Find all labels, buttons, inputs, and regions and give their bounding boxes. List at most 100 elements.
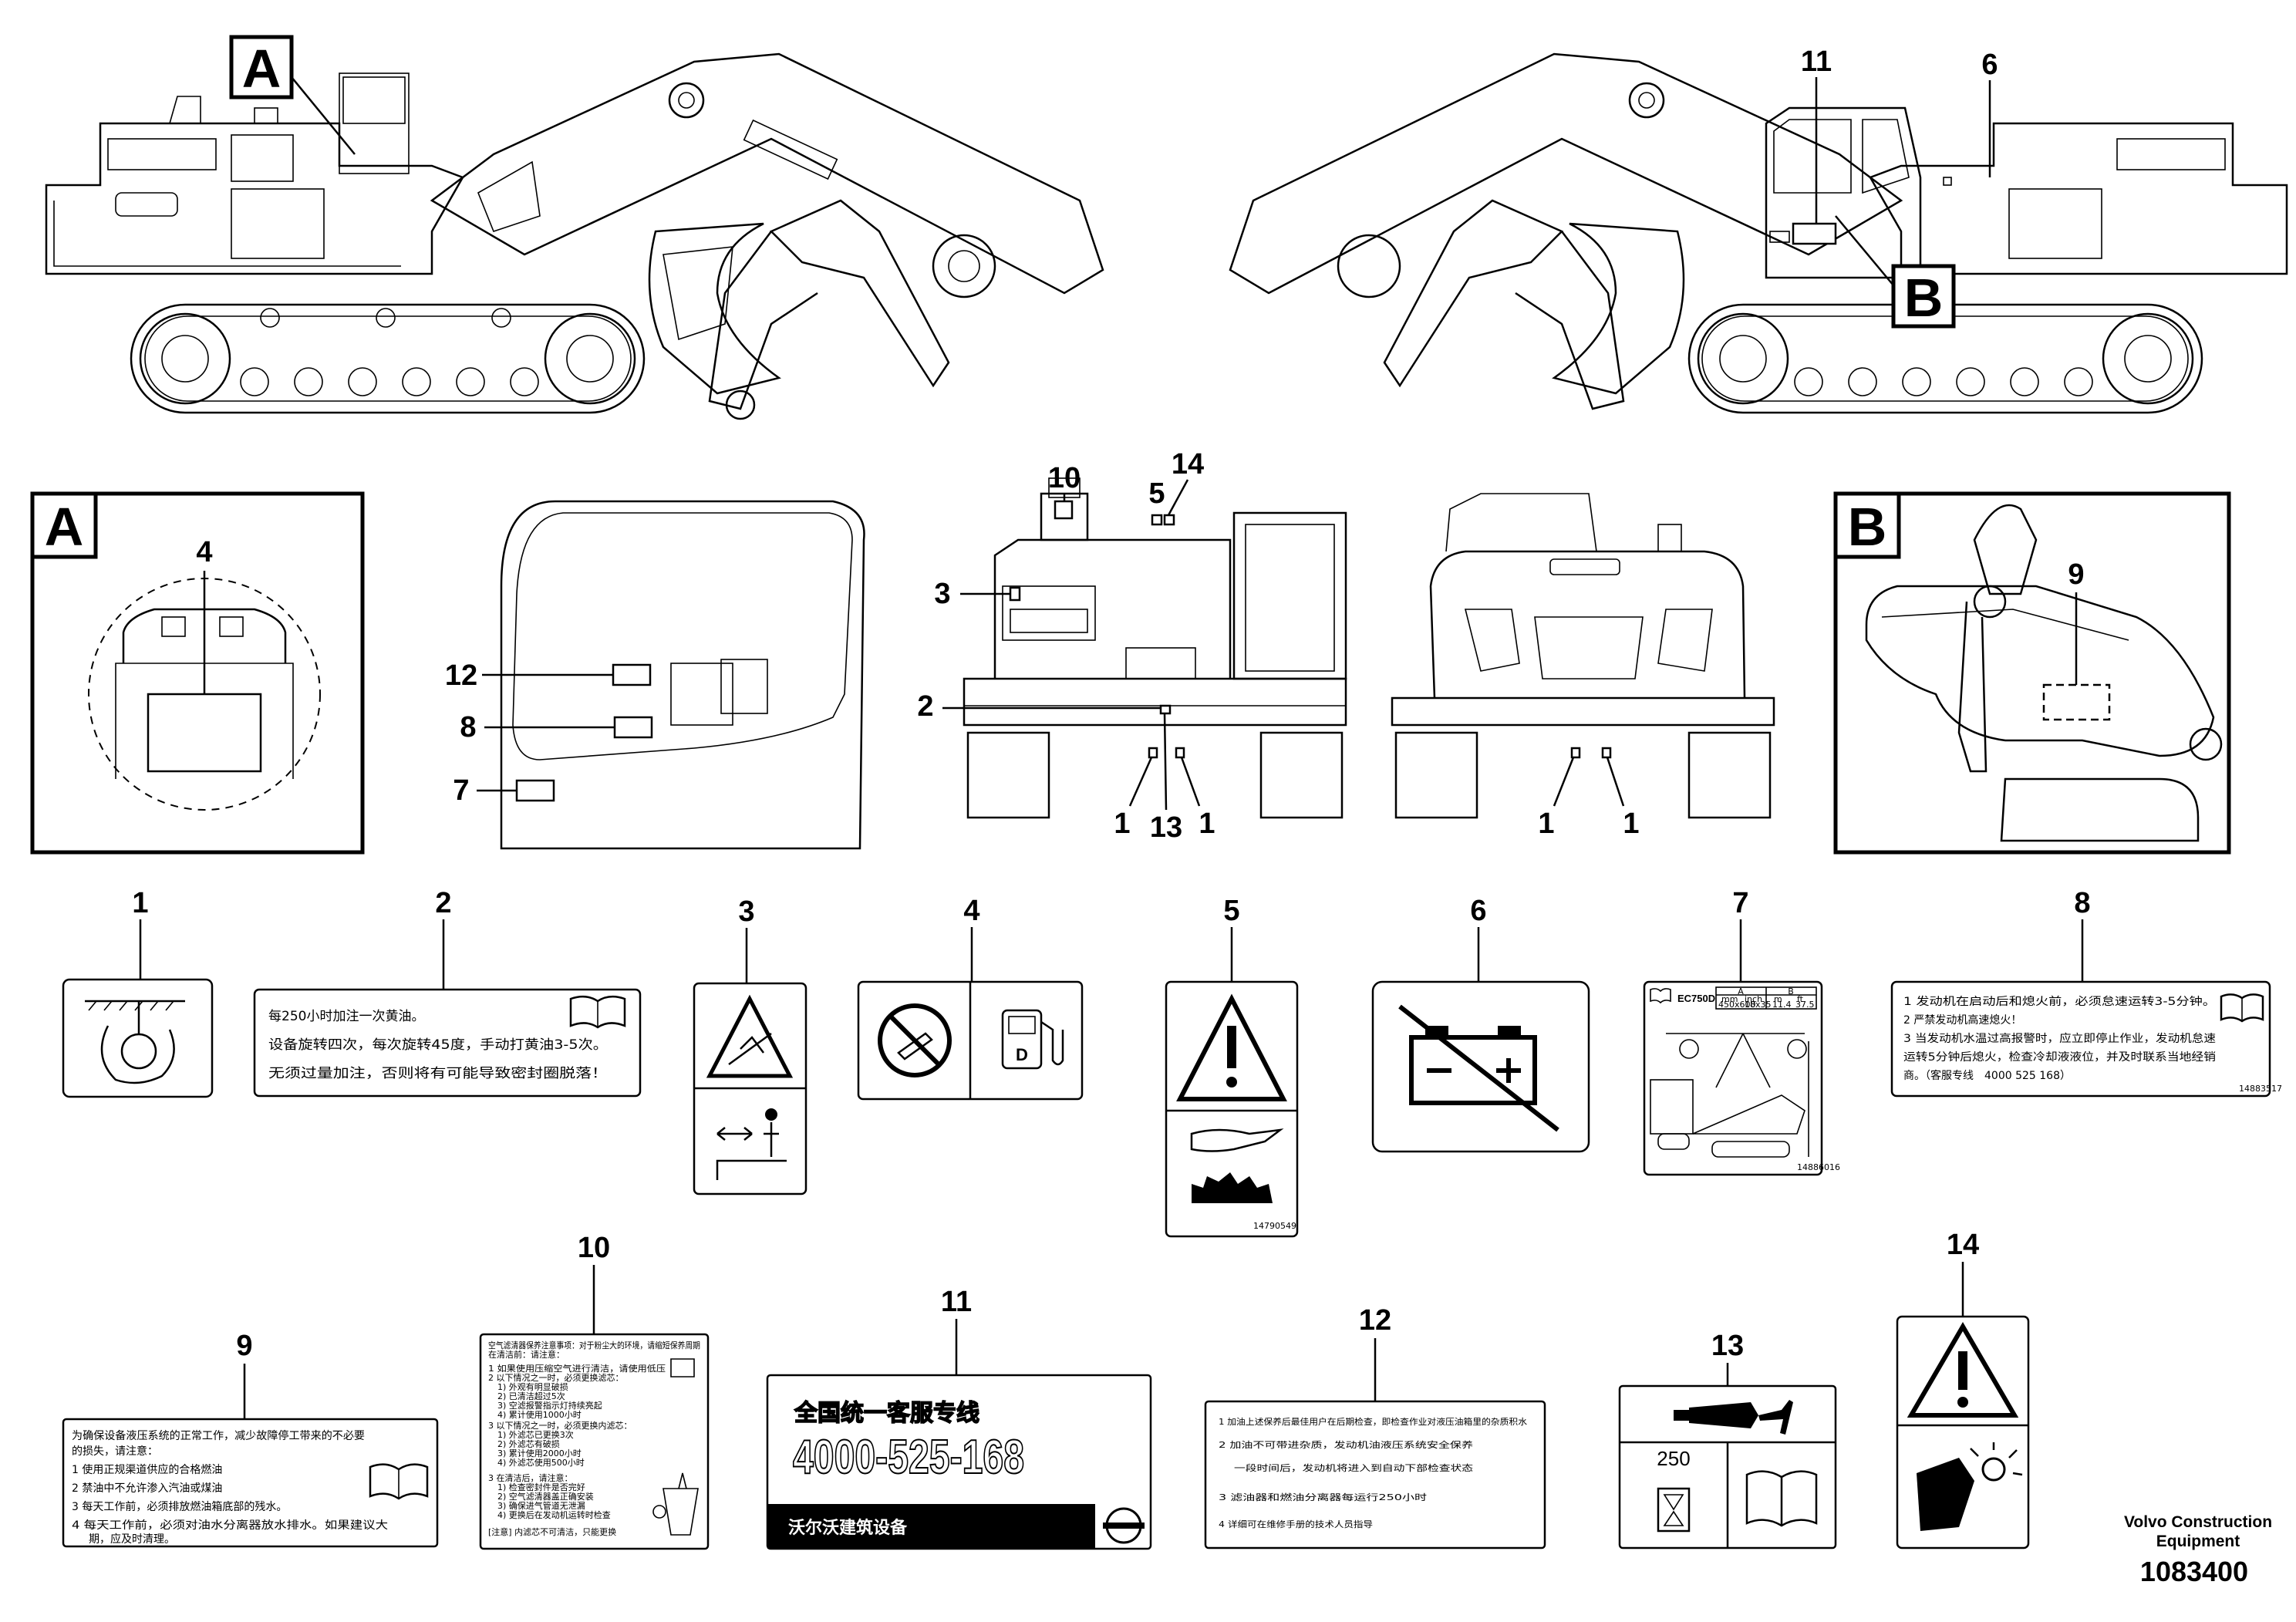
decal-9-line-4: 2 禁油中不允许渗入汽油或煤油 <box>72 1482 222 1495</box>
callout-number-1-rear-a: 1 <box>1114 808 1130 840</box>
detail-view-b: B 9 <box>1833 491 2231 855</box>
callout-number-1-rear-b: 1 <box>1199 808 1215 840</box>
decal-2: 2 每250小时加注一次黄油。 设备旋转四次，每次旋转45度，手动打黄油3-5次… <box>253 887 642 1098</box>
decal-10: 10 空气滤清器保养注意事项：对于粉尘大的环境，请缩短保养周期 在清洁前：请注意… <box>479 1232 710 1550</box>
callout-number-13: 13 <box>1150 811 1182 844</box>
excavator-rear-view: 10 5 14 3 2 1 13 1 <box>917 448 1347 844</box>
manual-book-icon <box>569 995 626 1029</box>
decal-5-part-number: 14790549 <box>1253 1221 1296 1231</box>
decal-4-location <box>147 693 262 773</box>
decal-12: 12 1 加油上述保养后最佳用户在后期检查，即检查作业对液压油箱里的杂质积水 2… <box>1204 1304 1546 1549</box>
decal-10-line-8: 4) 累计使用1000小时 <box>497 1410 582 1420</box>
excavator-side-view-left <box>45 52 1104 420</box>
decal-12-number: 12 <box>1359 1304 1391 1337</box>
decal-1-location-front-a <box>1570 747 1581 759</box>
decal-4: 4 D <box>857 895 1084 1101</box>
cab-door-view: 12 8 7 <box>445 500 865 850</box>
decal-8: 8 1 发动机在启动后和熄火前，必须怠速运转3-5分钟。 2 严禁发动机高速熄火… <box>1890 887 2282 1098</box>
detail-view-a: A 4 <box>30 491 365 855</box>
decal-10-line-19: [注意] 内滤芯不可清洁，只能更换 <box>488 1526 616 1537</box>
decal-10-number: 10 <box>578 1232 610 1264</box>
decal-9-line-2: 的损失，请注意： <box>72 1445 158 1458</box>
decal-10-line-18: 4) 更换后在发动机运转时检查 <box>497 1509 611 1520</box>
decal-9: 9 为确保设备液压系统的正常工作，减少故障停工带来的不必要 的损失，请注意： 1… <box>62 1330 439 1548</box>
callout-number-2: 2 <box>917 690 933 723</box>
decal-9-number: 9 <box>236 1330 252 1362</box>
hourglass-icon <box>1657 1487 1691 1533</box>
manual-book-icon <box>2220 993 2264 1023</box>
decal-7-unit-mm: mm <box>1721 994 1738 1004</box>
decal-7-part-number: 14886016 <box>1797 1162 1840 1172</box>
callout-number-5: 5 <box>1148 477 1165 510</box>
decal-10-line-14: 3 在清洁后，请注意： <box>488 1472 573 1483</box>
decal-13-number: 13 <box>1711 1330 1744 1362</box>
decal-7-val-ft: 37.5 <box>1795 1000 1815 1010</box>
decal-11-headline: 全国统一客服专线 <box>794 1400 979 1427</box>
decal-7-val-m: 11.4 <box>1772 1000 1792 1010</box>
decal-9-line-5: 3 每天工作前，必须排放燃油箱底部的残水。 <box>72 1500 287 1513</box>
decal-1-location-a <box>1148 747 1158 759</box>
excavator-side-view-right <box>1229 52 2288 414</box>
lifting-diagram-icon <box>1650 1033 1809 1158</box>
decal-2-line-1: 每250小时加注一次黄油。 <box>268 1009 424 1024</box>
warning-triangle-icon <box>1176 993 1287 1101</box>
keep-distance-icon <box>716 1108 787 1180</box>
decal-10-line-2: 在清洁前：请注意： <box>488 1349 565 1360</box>
decal-8-line-3: 3 当发动机水温过高报警时，应立即停止作业，发动机怠速 <box>1903 1032 2216 1045</box>
decal-11: 11 全国统一客服专线 4000-525-168 沃尔沃建筑设备 <box>766 1286 1152 1550</box>
decal-7-col-b: B <box>1788 986 1794 996</box>
decal-9-line-1: 为确保设备液压系统的正常工作，减少故障停工带来的不必要 <box>72 1429 365 1442</box>
warning-triangle-icon <box>1907 1322 2019 1418</box>
callout-number-9-detail: 9 <box>2068 558 2084 591</box>
decal-2-line-3: 无须过量加注，否则将有可能导致密封圈脱落！ <box>268 1066 608 1081</box>
decal-10-line-6: 2) 已清洁超过5次 <box>497 1391 565 1401</box>
decal-12-line-4: 3 滤油器和燃油分离器每运行250小时 <box>1219 1492 1427 1502</box>
decal-10-line-3: 1 如果使用压缩空气进行清洁，请使用低压 <box>488 1363 666 1374</box>
decal-7-number: 7 <box>1732 887 1748 919</box>
pressurized-spray-hazard-icon <box>1917 1442 2023 1531</box>
svg-text:D: D <box>1016 1045 1028 1064</box>
decal-8-number: 8 <box>2074 887 2090 919</box>
decal-11-number: 11 <box>941 1286 972 1318</box>
pinch-hazard-warning-icon <box>706 994 794 1078</box>
decal-5: 5 14790549 <box>1165 895 1299 1238</box>
decal-7-unit-inch: inch <box>1745 994 1762 1004</box>
decal-8-line-5: 商。（客服专线 4000 525 168） <box>1903 1069 2071 1082</box>
decal-10-line-10: 1) 外滤芯已更换3次 <box>497 1429 574 1440</box>
decal-3-location <box>1009 586 1021 602</box>
decal-10-line-7: 3) 空滤报警指示灯持续亮起 <box>497 1400 602 1411</box>
decal-9-line-3: 1 使用正规渠道供应的合格燃油 <box>72 1463 222 1476</box>
callout-number-1-front-b: 1 <box>1623 808 1639 840</box>
detail-b-letter: B <box>1848 497 1887 557</box>
decal-12-location <box>612 663 652 686</box>
decal-10-line-9: 3 以下情况之一时，必须更换内滤芯： <box>488 1420 632 1431</box>
cab-decal-11-location <box>1792 222 1837 245</box>
callout-number-10: 10 <box>1048 462 1081 494</box>
callout-number-1-front-a: 1 <box>1538 808 1554 840</box>
excavator-front-view: 1 1 <box>1391 493 1775 840</box>
decal-10-line-12: 3) 累计使用2000小时 <box>497 1448 582 1458</box>
detail-a-letter: A <box>45 497 84 557</box>
diesel-fuel-icon: D <box>1001 1009 1064 1070</box>
callout-number-7: 7 <box>453 774 469 807</box>
volvo-logo-icon <box>1103 1507 1145 1544</box>
decal-3: 3 <box>693 895 807 1195</box>
decal-7-unit-ft: ft <box>1797 994 1804 1004</box>
decal-1-number: 1 <box>132 887 148 919</box>
decal-3-number: 3 <box>738 895 754 928</box>
decal-10-line-5: 1) 外观有明显破损 <box>497 1381 568 1392</box>
decal-4-number: 4 <box>963 895 979 927</box>
decal-11-company: 沃尔沃建筑设备 <box>788 1518 908 1538</box>
decal-12-line-2: 2 加油不可带进杂质，发动机油液压系统安全保养 <box>1219 1439 1473 1450</box>
footer-doc-number: 1083400 <box>2140 1556 2248 1587</box>
no-battery-icon <box>1398 1004 1559 1132</box>
decal-10-line-13: 4) 外滤芯使用500小时 <box>497 1457 585 1468</box>
decal-1: 1 <box>62 887 214 1098</box>
decal-10-line-17: 3) 确保进气管道无泄漏 <box>497 1500 585 1511</box>
decal-5-number: 5 <box>1223 895 1239 927</box>
callout-number-3: 3 <box>934 578 950 610</box>
decal-10-line-1: 空气滤清器保养注意事项：对于粉尘大的环境，请缩短保养周期 <box>488 1340 700 1351</box>
decal-7-val-mm: 450x600 <box>1718 1000 1756 1010</box>
decal-10-line-16: 2) 空气滤清器盖正确安装 <box>497 1491 594 1502</box>
